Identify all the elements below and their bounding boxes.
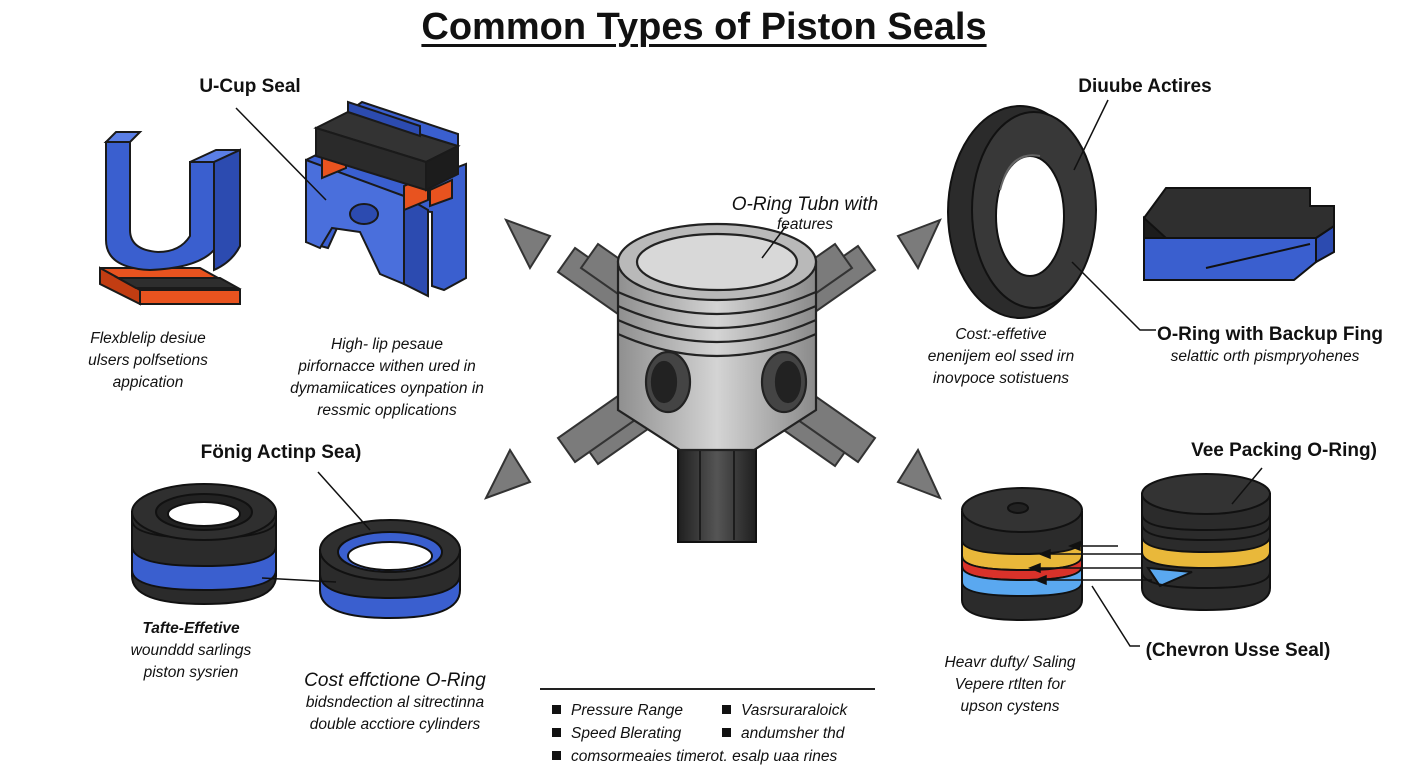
vee-packing-description: Heavr dufty/ Saling Vepere rtlten for up… bbox=[944, 654, 1076, 715]
backup-ring-block-icon bbox=[1143, 187, 1335, 281]
backup-ring-label: O-Ring with Backup Fing bbox=[1157, 324, 1383, 345]
u-cup-leader-line bbox=[235, 107, 327, 201]
vee-leader-line bbox=[1231, 467, 1263, 505]
o-ring-link-line bbox=[261, 577, 337, 583]
legend-item-4: andumsher thd bbox=[722, 725, 844, 743]
vee-packing-left-icon bbox=[961, 487, 1083, 622]
legend-item-pressure-range: Pressure Range bbox=[552, 702, 683, 720]
double-acting-description: Cost:-effetive enenijem eol ssed irn ino… bbox=[927, 326, 1075, 387]
legend-item-5: comsormeaies timerot. esalp uaa rines bbox=[552, 748, 837, 766]
double-acting-leader-line bbox=[1073, 99, 1109, 171]
center-leader-line bbox=[761, 225, 787, 259]
page-title: Common Types of Piston Seals bbox=[421, 6, 987, 48]
o-ring-label: Fönig Actinp Sea) bbox=[200, 442, 362, 463]
double-acting-label: Diuube Actires bbox=[1078, 76, 1212, 97]
vee-packing-right-icon bbox=[1141, 473, 1271, 612]
center-sublabel: features bbox=[776, 216, 833, 233]
o-ring-right-description: bidsndection al sitrectinna double accti… bbox=[305, 694, 485, 733]
u-cup-right-description: High- lip pesaue pirfornacce withen ured… bbox=[290, 336, 484, 419]
o-ring-leader-line bbox=[317, 471, 371, 531]
o-ring-stack-icon bbox=[131, 483, 277, 606]
vee-packing-label: Vee Packing O-Ring) bbox=[1191, 440, 1377, 461]
backup-ring-leader-line bbox=[1071, 261, 1156, 331]
backup-ring-description: selattic orth pismpryohenes bbox=[1170, 348, 1360, 365]
chevron-leader-line bbox=[1091, 585, 1140, 647]
double-acting-ring-icon bbox=[947, 105, 1097, 319]
u-cup-seal-icon bbox=[99, 131, 242, 306]
vee-arrows bbox=[1027, 540, 1152, 586]
legend-divider bbox=[540, 688, 875, 690]
u-cup-bracket-icon bbox=[305, 100, 467, 298]
o-ring-single-icon bbox=[319, 519, 461, 620]
legend-item-speed-rating: Speed Blerating bbox=[552, 725, 681, 743]
u-cup-label: U-Cup Seal bbox=[199, 76, 301, 97]
piston-icon bbox=[616, 222, 818, 452]
o-ring-right-title: Cost effctione O-Ring bbox=[304, 670, 486, 691]
u-cup-left-description: Flexblelip desiue ulsers polfsetions app… bbox=[88, 330, 208, 391]
o-ring-left-description: Tafte-Effetive wounddd sarlings piston s… bbox=[130, 620, 252, 681]
chevron-label: (Chevron Usse Seal) bbox=[1145, 640, 1331, 661]
legend-item-2: Vasrsuraraloick bbox=[722, 702, 847, 720]
center-label: O-Ring Tubn with bbox=[731, 194, 879, 215]
